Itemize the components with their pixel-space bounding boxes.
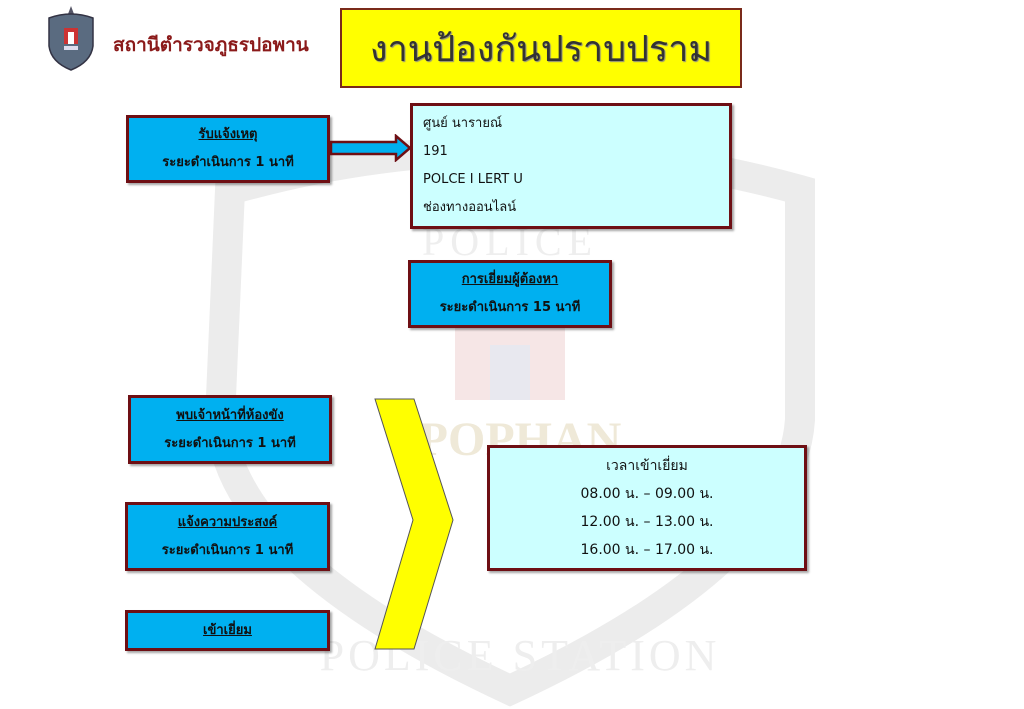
step-duration: ระยะดำเนินการ 1 นาที xyxy=(164,435,296,451)
station-name: สถานีตำรวจภูธรปอพาน xyxy=(113,34,309,56)
visit-duration: ระยะดำเนินการ 15 นาที xyxy=(439,300,581,315)
channel-item: ช่องทางออนไลน์ xyxy=(423,200,517,215)
visiting-hours-box: เวลาเข้าเยี่ยม 08.00 น. – 09.00 น. 12.00… xyxy=(487,445,807,571)
report-duration: ระยะดำเนินการ 1 นาที xyxy=(162,155,294,170)
step-title: เข้าเยี่ยม xyxy=(203,622,252,638)
right-arrow-icon xyxy=(330,134,412,162)
channel-item: 191 xyxy=(423,144,448,159)
step-duration: ระยะดำเนินการ 1 นาที xyxy=(161,542,294,558)
page-title: งานป้องกันปราบปราม xyxy=(340,8,742,88)
chevron-arrow-icon xyxy=(374,398,454,650)
step-title: พบเจ้าหน้าที่ห้องขัง xyxy=(176,407,284,423)
channels-box: ศูนย์ นารายณ์ 191 POLCE I LERT U ช่องทาง… xyxy=(410,103,732,229)
step-box: แจ้งความประสงค์ ระยะดำเนินการ 1 นาที xyxy=(125,502,330,571)
report-title: รับแจ้งเหตุ xyxy=(198,127,258,142)
step-box: พบเจ้าหน้าที่ห้องขัง ระยะดำเนินการ 1 นาท… xyxy=(128,395,332,464)
visit-title: การเยี่ยมผู้ต้องหา xyxy=(461,272,559,287)
time-slot: 12.00 น. – 13.00 น. xyxy=(580,514,714,530)
step-box: เข้าเยี่ยม xyxy=(125,610,330,651)
police-logo xyxy=(48,6,94,71)
visiting-hours-title: เวลาเข้าเยี่ยม xyxy=(606,458,688,474)
visit-box: การเยี่ยมผู้ต้องหา ระยะดำเนินการ 15 นาที xyxy=(408,260,612,328)
time-slot: 08.00 น. – 09.00 น. xyxy=(580,486,714,502)
channel-item: ศูนย์ นารายณ์ xyxy=(423,116,503,131)
step-title: แจ้งความประสงค์ xyxy=(177,514,278,530)
channel-item: POLCE I LERT U xyxy=(423,172,523,187)
report-box: รับแจ้งเหตุ ระยะดำเนินการ 1 นาที xyxy=(126,115,330,183)
time-slot: 16.00 น. – 17.00 น. xyxy=(580,542,714,558)
